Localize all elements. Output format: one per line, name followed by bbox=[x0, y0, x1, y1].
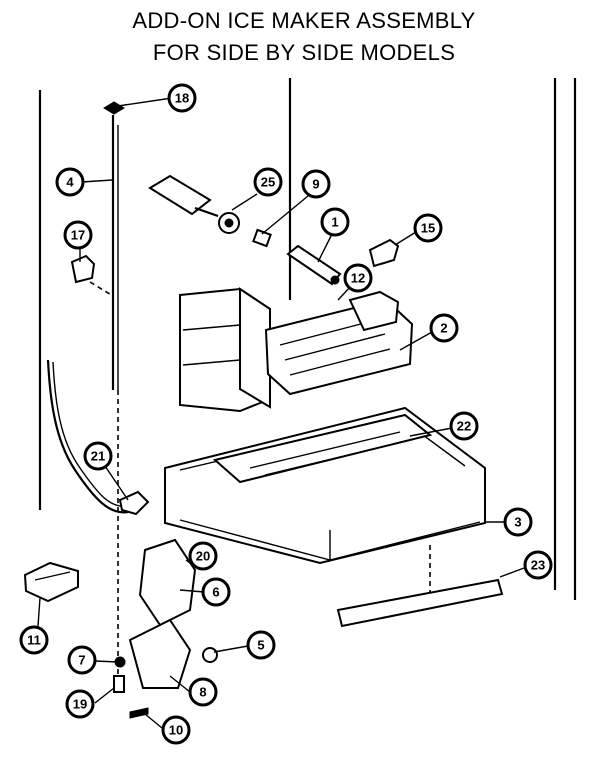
svg-text:12: 12 bbox=[351, 271, 365, 286]
callout-8: 8 bbox=[188, 677, 218, 707]
svg-text:6: 6 bbox=[212, 585, 219, 600]
callout-1: 1 bbox=[320, 207, 350, 237]
shutoff-arm-part bbox=[368, 238, 400, 268]
callout-3: 3 bbox=[503, 507, 533, 537]
svg-text:15: 15 bbox=[421, 221, 435, 236]
callout-15: 15 bbox=[413, 213, 443, 243]
callout-19: 19 bbox=[65, 689, 95, 719]
svg-text:11: 11 bbox=[27, 633, 41, 648]
callout-25: 25 bbox=[253, 167, 283, 197]
svg-text:4: 4 bbox=[66, 175, 74, 190]
callout-17: 17 bbox=[63, 220, 93, 250]
leader-lines bbox=[37, 97, 525, 729]
bin-cover-part bbox=[212, 413, 433, 484]
cabinet-walls bbox=[38, 78, 577, 600]
diagram-title-line-2: FOR SIDE BY SIDE MODELS bbox=[152, 40, 456, 65]
valve-bracket-part bbox=[23, 561, 79, 603]
callout-10: 10 bbox=[161, 715, 191, 745]
callout-9: 9 bbox=[301, 169, 331, 199]
callout-21: 21 bbox=[83, 441, 113, 471]
callout-20: 20 bbox=[188, 541, 218, 571]
svg-text:2: 2 bbox=[440, 321, 447, 336]
water-valve-assembly-part bbox=[113, 538, 218, 719]
callout-2: 2 bbox=[429, 313, 459, 343]
svg-text:5: 5 bbox=[257, 638, 264, 653]
wire-harness-part bbox=[46, 359, 129, 690]
svg-text:20: 20 bbox=[196, 549, 210, 564]
clip-part bbox=[70, 254, 114, 297]
svg-text:19: 19 bbox=[73, 697, 87, 712]
callout-4: 4 bbox=[55, 167, 85, 197]
svg-text:21: 21 bbox=[91, 449, 105, 464]
callout-11: 11 bbox=[19, 625, 49, 655]
svg-text:9: 9 bbox=[312, 177, 319, 192]
callout-12: 12 bbox=[343, 263, 373, 293]
svg-text:25: 25 bbox=[261, 175, 275, 190]
callout-5: 5 bbox=[246, 630, 276, 660]
svg-text:10: 10 bbox=[169, 723, 183, 738]
callout-18: 18 bbox=[167, 83, 197, 113]
svg-text:22: 22 bbox=[457, 419, 471, 434]
callout-7: 7 bbox=[67, 645, 97, 675]
svg-text:3: 3 bbox=[514, 515, 521, 530]
fill-tube-part bbox=[103, 101, 125, 390]
svg-text:23: 23 bbox=[531, 558, 545, 573]
svg-text:17: 17 bbox=[71, 228, 85, 243]
front-trim-part bbox=[336, 545, 504, 628]
thermostat-part bbox=[148, 174, 342, 286]
callout-6: 6 bbox=[201, 577, 231, 607]
svg-text:1: 1 bbox=[331, 215, 338, 230]
svg-text:7: 7 bbox=[78, 653, 85, 668]
svg-text:8: 8 bbox=[199, 685, 206, 700]
svg-text:18: 18 bbox=[175, 91, 189, 106]
callout-23: 23 bbox=[523, 550, 553, 580]
callout-22: 22 bbox=[449, 411, 479, 441]
ice-maker-module-part bbox=[179, 287, 414, 413]
diagram-title-line-1: ADD-ON ICE MAKER ASSEMBLY bbox=[132, 8, 476, 33]
